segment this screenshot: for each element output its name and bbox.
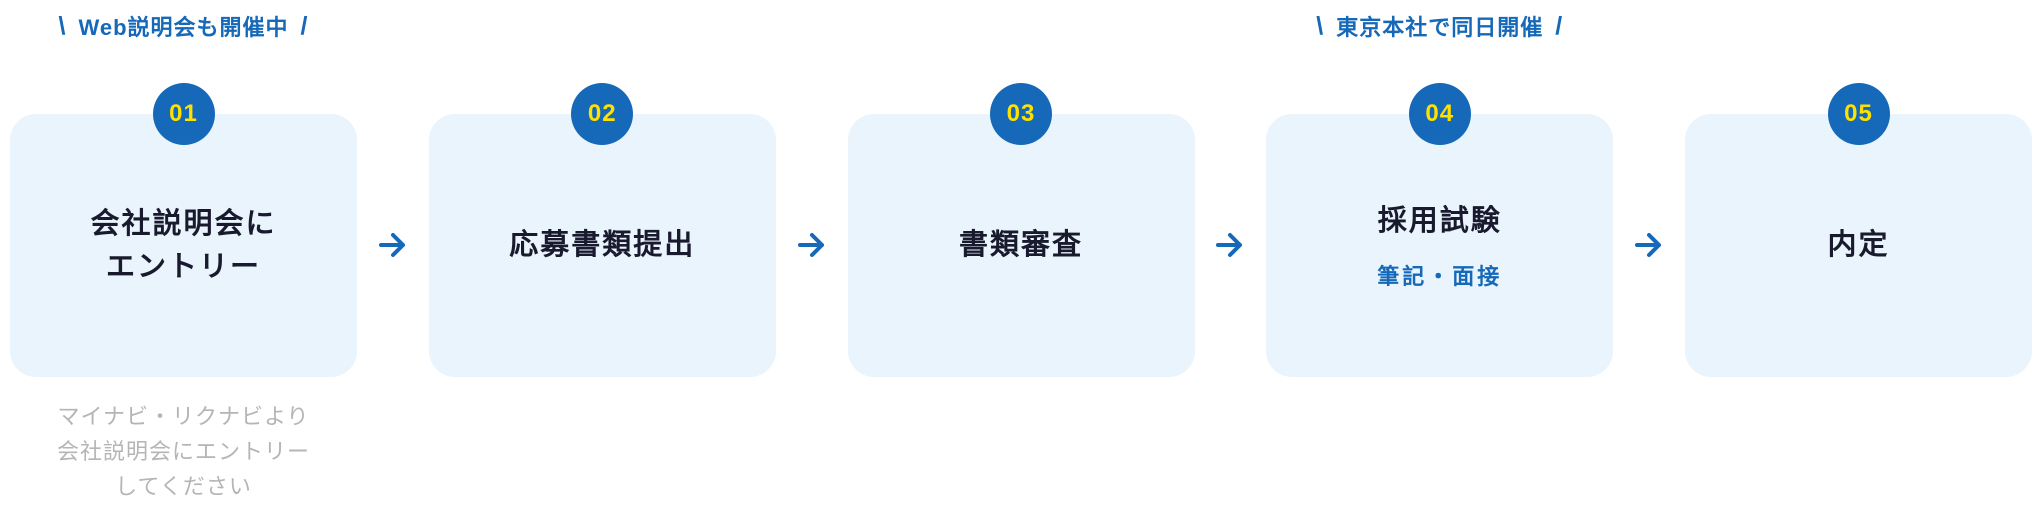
callout-slash-left: \ [58, 11, 67, 40]
note-line: してください [115, 474, 252, 499]
step-number: 02 [587, 100, 617, 127]
step-number-badge: 02 [571, 83, 634, 145]
arrow-right-icon [797, 233, 824, 257]
callout-slash-right: / [300, 11, 309, 40]
note-line: マイナビ・リクナビより [57, 404, 310, 429]
step-number-badge: 01 [152, 83, 215, 145]
arrow-right-icon [1635, 233, 1662, 257]
step-1: \ Web説明会も開催中 / 01 会社説明会に エントリー マイナビ・リクナビ… [10, 0, 357, 504]
step-number-badge: 04 [1408, 83, 1471, 145]
step-2-card: 02 応募書類提出 [428, 83, 776, 377]
step-title-line: 内定 [1827, 229, 1890, 262]
step-number: 05 [1844, 100, 1873, 127]
step-4-card: 04 採用試験 筆記・面接 [1266, 83, 1614, 377]
step-number-badge: 05 [1827, 83, 1890, 145]
step-title: 書類審査 [959, 224, 1083, 266]
step-title-line: 応募書類提出 [509, 229, 696, 262]
callout-text: 東京本社で同日開催 [1336, 15, 1544, 40]
step-1-callout: \ Web説明会も開催中 / [59, 0, 309, 52]
arrow-2 [776, 229, 848, 261]
step-subtitle: 筆記・面接 [1377, 263, 1503, 289]
step-4-callout: \ 東京本社で同日開催 / [1316, 0, 1563, 52]
step-4: \ 東京本社で同日開催 / 04 採用試験 筆記・面接 [1266, 0, 1614, 377]
callout-slash-right: / [1555, 11, 1564, 40]
step-3: 03 書類審査 [847, 0, 1195, 377]
step-number-badge: 03 [990, 83, 1052, 145]
step-title-line: 採用試験 [1377, 205, 1502, 238]
step-number: 01 [169, 100, 198, 127]
callout-text: Web説明会も開催中 [78, 15, 289, 40]
arrow-right-icon [1216, 233, 1243, 257]
step-3-card: 03 書類審査 [847, 83, 1195, 377]
step-2: 02 応募書類提出 [428, 0, 776, 377]
step-title: 応募書類提出 [509, 224, 695, 266]
callout-slash-left: \ [1316, 11, 1325, 40]
arrow-3 [1195, 229, 1267, 261]
arrow-1 [357, 229, 429, 261]
note-line: 会社説明会にエントリー [56, 439, 310, 464]
step-title-line: 会社説明会に [90, 208, 277, 241]
arrow-right-icon [378, 233, 405, 257]
step-title: 採用試験 [1378, 200, 1502, 242]
step-5: 05 内定 [1685, 0, 2032, 377]
step-5-card: 05 内定 [1685, 83, 2032, 377]
step-number: 03 [1006, 100, 1036, 127]
step-1-note: マイナビ・リクナビより 会社説明会にエントリー してください [10, 399, 357, 504]
step-title-line: 書類審査 [958, 229, 1083, 262]
step-title: 内定 [1827, 224, 1889, 266]
arrow-4 [1613, 229, 1685, 261]
step-number: 04 [1425, 100, 1455, 127]
step-title-line: エントリー [105, 250, 261, 283]
step-1-card: 01 会社説明会に エントリー [10, 83, 357, 377]
step-title: 会社説明会に エントリー [90, 203, 276, 287]
